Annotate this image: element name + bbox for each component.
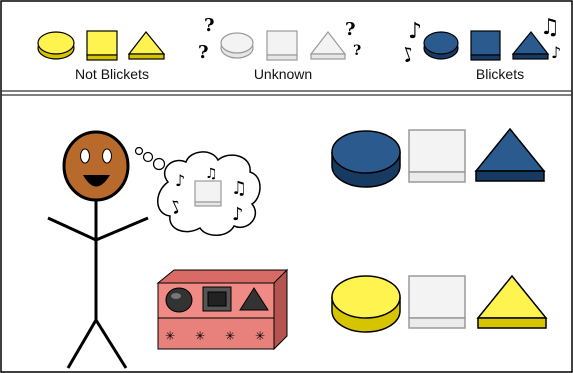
blickets-label: Blickets — [475, 66, 525, 82]
stick-figure — [47, 130, 149, 369]
music-note-icon: ♫ — [540, 15, 560, 40]
unknown-cube-icon — [408, 129, 466, 183]
blue-cylinder-icon — [423, 31, 459, 60]
machine-light-icon: ✳ — [255, 329, 265, 343]
unknown-cube-icon — [266, 30, 298, 61]
machine-light-icon: ✳ — [165, 329, 175, 343]
legend-blickets: ♪ ♪ ♫ ♪ — [398, 15, 561, 68]
face-icon — [62, 130, 130, 202]
right-arm — [95, 216, 149, 242]
row-top-objects — [331, 127, 546, 188]
right-leg — [94, 319, 128, 369]
machine-slot-cylinder-icon — [165, 287, 193, 313]
question-mark-left-top: ? — [204, 15, 215, 36]
yellow-cylinder-icon — [37, 31, 75, 60]
yellow-prism-icon — [127, 31, 166, 60]
thought-bubble: ♪ ♫ ♫ ♪ ♪ — [134, 146, 261, 236]
music-note-icon: ♪ — [551, 43, 561, 62]
yellow-prism-icon — [476, 274, 548, 329]
yellow-cube-icon — [86, 30, 118, 61]
blue-prism-icon — [474, 127, 546, 182]
unknown-cube-icon — [408, 275, 466, 329]
machine-slot-prism-icon — [239, 287, 269, 311]
unknown-label: Unknown — [253, 66, 313, 82]
blicket-machine-icon: ✳ ✳ ✳ ✳ — [156, 268, 289, 351]
row-bottom-objects — [331, 274, 548, 333]
blue-cube-icon — [470, 30, 501, 61]
music-note-icon: ♫ — [205, 166, 218, 182]
music-note-icon: ♫ — [231, 178, 247, 199]
left-arm — [47, 216, 97, 242]
legend-not-blickets — [37, 30, 166, 61]
blue-cylinder-icon — [331, 130, 401, 188]
blue-prism-icon — [511, 31, 550, 60]
legend-unknown: ? ? ? ? — [198, 15, 361, 63]
unknown-cube-icon — [194, 180, 222, 207]
unknown-prism-icon — [309, 31, 347, 60]
machine-slot-cube-icon — [202, 286, 232, 312]
music-note-icon: ♪ — [175, 171, 185, 190]
yellow-cylinder-icon — [331, 275, 401, 333]
unknown-cylinder-icon — [220, 32, 254, 59]
question-mark-right-top: ? — [345, 19, 356, 40]
left-leg — [66, 319, 98, 369]
machine-light-icon: ✳ — [195, 329, 205, 343]
music-note-icon: ♪ — [232, 204, 244, 225]
question-mark-right-bottom: ? — [353, 43, 361, 59]
music-note-icon: ♪ — [408, 19, 422, 44]
machine-light-icon: ✳ — [225, 329, 235, 343]
not-blickets-label: Not Blickets — [75, 66, 149, 82]
question-mark-left-bottom: ? — [198, 42, 209, 63]
